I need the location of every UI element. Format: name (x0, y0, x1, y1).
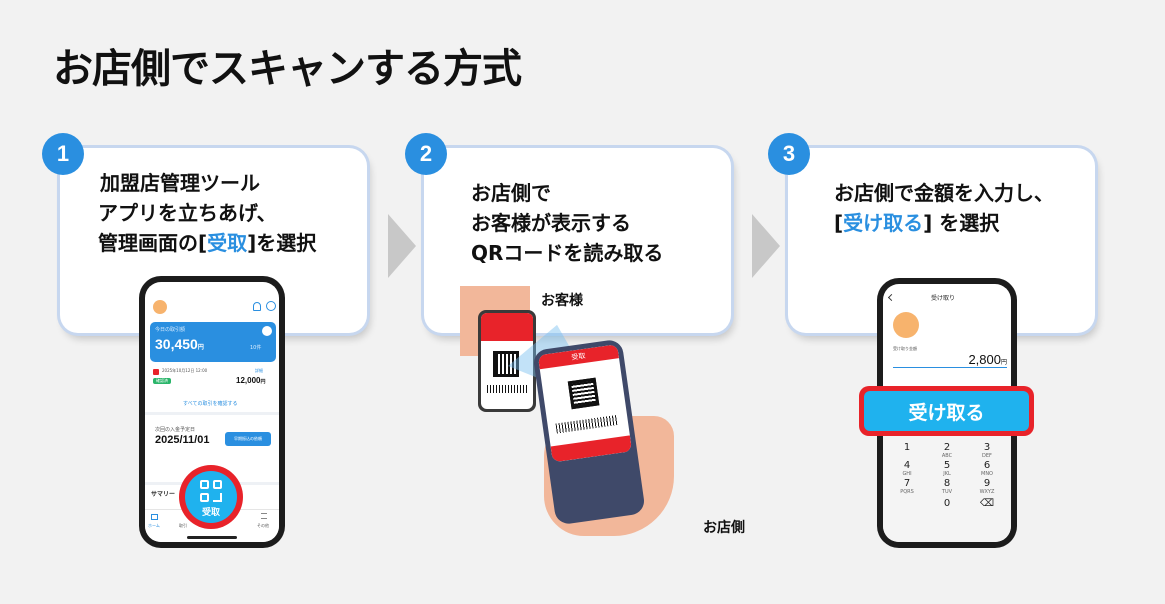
phone-merchant-home: 今日の取引額 30,450円 10件 2025年10月12日 12:00 詳細 … (139, 276, 285, 548)
step1-badge: 1 (42, 133, 84, 175)
today-amount-yen: 円 (197, 345, 204, 351)
step3-card: お店側で金額を入力し、 [受け取る] を選択 (788, 148, 1095, 333)
see-all-link[interactable]: すべての取引を確認する (183, 401, 238, 407)
transaction-amount: 12,000円 (236, 376, 265, 385)
phone3-header: 受け取り (931, 295, 956, 302)
today-count: 10件 (250, 345, 262, 351)
home-icon[interactable] (151, 514, 158, 520)
today-summary-card: 今日の取引額 30,450円 10件 (150, 322, 276, 362)
back-icon[interactable] (887, 293, 896, 302)
menu-icon[interactable] (261, 513, 267, 519)
arrow-right-icon (388, 214, 416, 278)
transaction-row[interactable]: 2025年10月12日 12:00 詳細 確認済 12,000円 (150, 366, 276, 396)
step1-line3-post: ]を選択 (247, 231, 317, 255)
arrow-right-icon (752, 214, 780, 278)
step3-line2-post: ] を選択 (923, 211, 1000, 235)
bell-icon[interactable] (253, 302, 261, 311)
step3-line2-pre: [ (834, 211, 844, 235)
store-qr-code (567, 377, 600, 410)
customer-label: お客様 (541, 293, 583, 309)
customer-qr-code (493, 351, 519, 377)
key-1[interactable]: 1 (903, 442, 911, 453)
home-indicator (187, 536, 237, 539)
transaction-detail-link[interactable]: 詳細 (255, 368, 263, 373)
backspace-icon[interactable]: ⌫ (979, 498, 995, 509)
refresh-icon[interactable] (262, 326, 272, 336)
customer-phone (478, 310, 536, 412)
receive-nav-button[interactable]: 受取 (179, 465, 243, 529)
receive-label: 受取 (201, 508, 220, 518)
step1-line3-highlight: 受取 (207, 231, 248, 255)
step1-line3-pre: 管理画面の[ (98, 231, 208, 255)
nav-other[interactable]: その他 (257, 523, 269, 528)
step3-line2: [受け取る] を選択 (834, 208, 1054, 238)
step2-badge: 2 (405, 133, 447, 175)
amount-label: 受け取り金額 (893, 346, 917, 351)
step2-line3: QRコードを読み取る (471, 241, 664, 265)
avatar (153, 300, 167, 314)
step3-badge: 3 (768, 133, 810, 175)
today-amount-value: 30,450 (155, 336, 198, 352)
step1-line2: アプリを立ちあげ、 (98, 201, 277, 225)
transaction-amount-value: 12,000 (236, 376, 261, 385)
step1-line3: 管理画面の[受取]を選択 (98, 228, 316, 258)
amount-field[interactable]: 2,800円 (893, 352, 1007, 368)
nav-transactions[interactable]: 取引 (179, 523, 187, 528)
today-label: 今日の取引額 (155, 327, 186, 333)
help-icon[interactable] (266, 301, 276, 311)
receive-nav-inner: 受取 (185, 471, 237, 523)
nav-home[interactable]: ホーム (148, 523, 160, 528)
paypay-icon (153, 369, 159, 375)
scan-header: 受取 (537, 344, 620, 370)
step2-line1: お店側で (471, 181, 551, 205)
receive-button[interactable]: 受け取る (864, 391, 1029, 431)
transaction-date: 2025年10月12日 12:00 (162, 368, 208, 373)
store-barcode (555, 414, 619, 434)
amount-yen: 円 (1000, 360, 1007, 366)
step3-line1: お店側で金額を入力し、 (834, 181, 1054, 205)
amount-value: 2,800 (968, 352, 1001, 367)
phone1-screen: 今日の取引額 30,450円 10件 2025年10月12日 12:00 詳細 … (145, 282, 279, 542)
step2-line2: お客様が表示する (471, 211, 631, 235)
divider (145, 412, 279, 415)
today-amount: 30,450円 (155, 336, 204, 352)
summary-label: サマリー (151, 491, 176, 498)
step1-text: 加盟店管理ツール アプリを立ちあげ、 管理画面の[受取]を選択 (98, 168, 316, 258)
deposit-label: 次回の入金予定日 (155, 427, 196, 433)
step3-text: お店側で金額を入力し、 [受け取る] を選択 (834, 178, 1054, 238)
store-label: お店側 (703, 520, 745, 536)
step2-text: お店側で お客様が表示する QRコードを読み取る (471, 178, 663, 268)
page-title: お店側でスキャンする方式 (53, 46, 522, 92)
transaction-amount-yen: 円 (260, 379, 266, 385)
deposit-date: 2025/11/01 (155, 434, 210, 446)
early-transfer-button[interactable]: 早期振込の依頼 (225, 432, 271, 446)
qr-scan-icon (200, 480, 222, 502)
receive-button-highlight: 受け取る (859, 386, 1034, 436)
scan-illustration: 受取 (460, 286, 760, 546)
avatar (893, 312, 919, 338)
step3-line2-highlight: 受け取る (843, 211, 924, 235)
status-badge: 確認済 (153, 378, 171, 384)
key-0[interactable]: 0 (943, 498, 951, 509)
step1-line1: 加盟店管理ツール (100, 171, 260, 195)
customer-barcode (487, 385, 527, 393)
